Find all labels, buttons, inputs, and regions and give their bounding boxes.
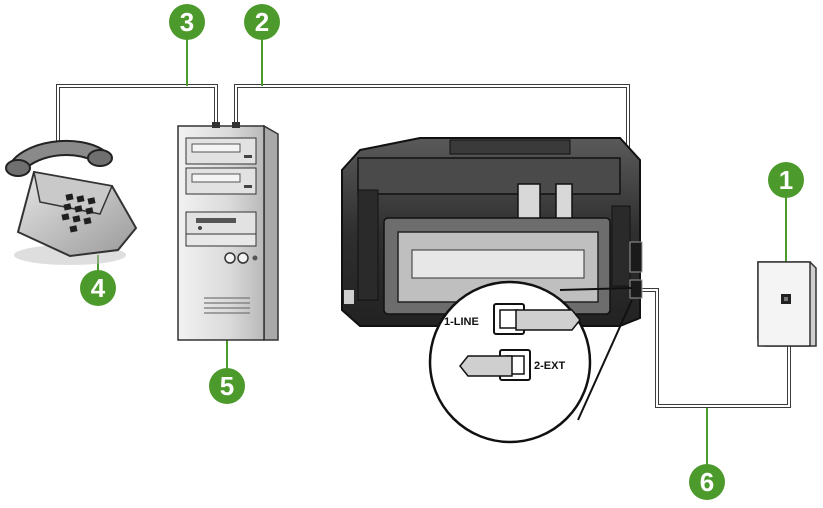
callout-3-number: 3 — [180, 7, 194, 37]
callout-1-number: 1 — [779, 165, 793, 195]
telephone-icon — [5, 140, 138, 265]
callout-3: 3 — [169, 4, 205, 40]
callout-6-number: 6 — [700, 467, 714, 497]
callout-5-number: 5 — [220, 371, 234, 401]
phone-cable-6-inner — [640, 289, 790, 407]
callout-5: 5 — [209, 368, 245, 404]
computer-tower-icon — [177, 122, 279, 341]
wall-jack-icon — [757, 261, 817, 347]
port-label-ext: 2-EXT — [534, 360, 565, 372]
callout-1: 1 — [768, 162, 804, 198]
callout-2: 2 — [244, 4, 280, 40]
port-label-line: 1-LINE — [444, 316, 479, 328]
printer-back-icon — [341, 137, 643, 327]
callout-4-number: 4 — [91, 273, 106, 303]
callout-6: 6 — [689, 464, 725, 500]
callout-2-number: 2 — [255, 7, 269, 37]
phone-cable-3-inner — [57, 85, 217, 150]
callout-4: 4 — [80, 270, 116, 306]
port-zoom-icon: 1-LINE 2-EXT — [428, 280, 633, 444]
